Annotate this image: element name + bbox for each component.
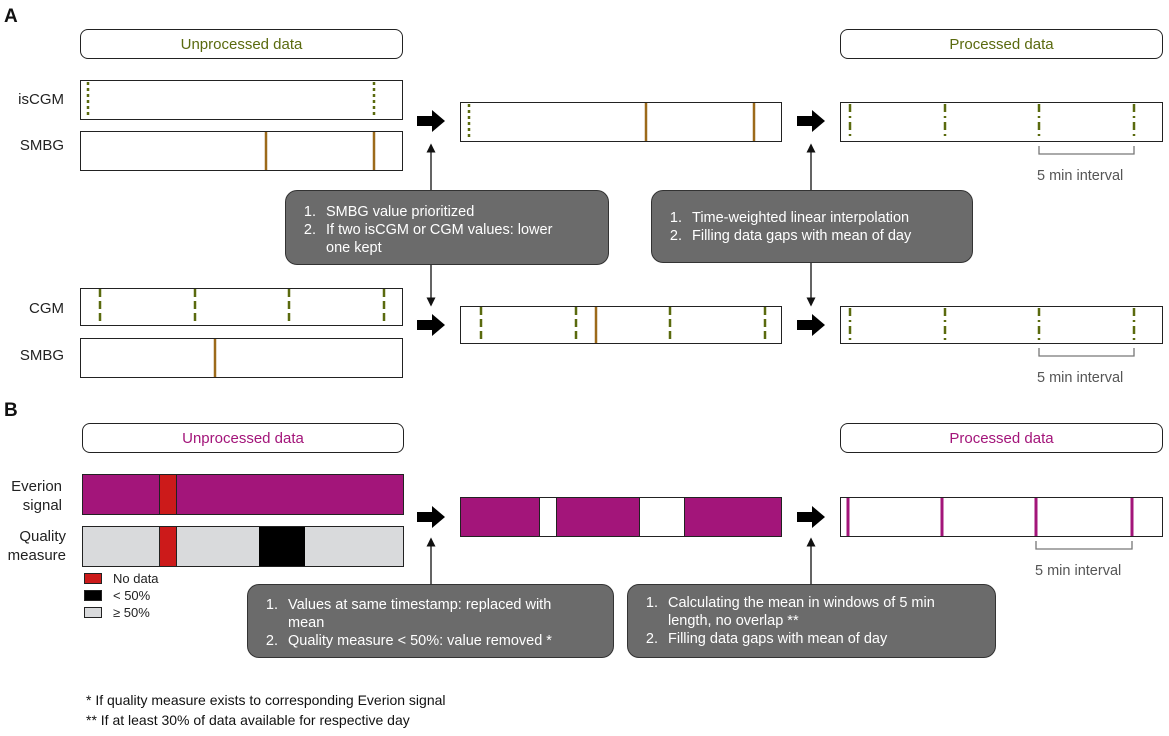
legend-no-data-label: No data <box>113 571 159 586</box>
processed-everion-track <box>840 497 1163 537</box>
arrow-a-bottom-1 <box>417 314 445 336</box>
legend-above-50-swatch <box>84 607 102 618</box>
merged-bottom-track <box>460 306 782 344</box>
interval-bracket-bottom <box>1038 348 1135 357</box>
panel-a-processed-title: Processed data <box>840 29 1163 59</box>
callout-b-right: Calculating the mean in windows of 5 min… <box>627 584 996 658</box>
merged-gap-2 <box>639 498 685 536</box>
interval-bracket-b <box>1035 541 1133 550</box>
callout-a-left: SMBG value prioritized If two isCGM or C… <box>285 190 609 265</box>
smbg-bottom-track <box>80 338 403 378</box>
callout-b-right-item-1: Calculating the mean in windows of 5 min… <box>662 594 995 630</box>
interval-label-a-bottom: 5 min interval <box>1037 370 1124 386</box>
footnote-2: ** If at least 30% of data available for… <box>86 712 410 728</box>
legend-below-50-label: < 50% <box>113 588 151 603</box>
everion-no-data-segment <box>159 475 177 514</box>
iscgm-track <box>80 80 403 120</box>
merged-everion-track <box>460 497 782 537</box>
callout-b-left: Values at same timestamp: replaced with … <box>247 584 614 658</box>
arrow-a-top-2 <box>797 110 825 132</box>
legend-no-data-swatch <box>84 573 102 584</box>
callout-b-left-item-1: Values at same timestamp: replaced with … <box>282 596 613 632</box>
iscgm-label: isCGM <box>18 91 64 108</box>
panel-b-letter: B <box>4 400 18 421</box>
arrow-b-2 <box>797 506 825 528</box>
interval-bracket-top <box>1038 146 1135 155</box>
everion-label-line1: Everion <box>11 478 62 495</box>
everion-label-line2: signal <box>22 497 62 514</box>
legend-below-50-swatch <box>84 590 102 601</box>
quality-below-50-segment <box>259 527 305 566</box>
callout-a-right-item-2: Filling data gaps with mean of day <box>686 227 972 245</box>
callout-b-left-item-2: Quality measure < 50%: value removed * <box>282 632 613 650</box>
panel-b-unprocessed-title: Unprocessed data <box>82 423 404 453</box>
processed-bottom-track <box>840 306 1163 344</box>
panel-a-letter: A <box>4 6 18 27</box>
legend-above-50-label: ≥ 50% <box>113 605 150 620</box>
panel-a-unprocessed-title: Unprocessed data <box>80 29 403 59</box>
callout-a-right-item-1: Time-weighted linear interpolation <box>686 209 972 227</box>
callout-a-right: Time-weighted linear interpolation Filli… <box>651 190 973 263</box>
callout-b-right-item-2: Filling data gaps with mean of day <box>662 630 995 648</box>
quality-label-line1: Quality <box>19 528 66 545</box>
arrow-a-bottom-2 <box>797 314 825 336</box>
processed-top-track <box>840 102 1163 142</box>
callout-a-left-item-1: SMBG value prioritized <box>320 203 608 221</box>
merged-gap-1 <box>539 498 557 536</box>
quality-label-line2: measure <box>7 547 66 564</box>
merged-top-track <box>460 102 782 142</box>
everion-signal-track <box>82 474 404 515</box>
quality-measure-track <box>82 526 404 567</box>
smbg-bottom-label: SMBG <box>19 347 64 364</box>
cgm-label: CGM <box>29 300 64 317</box>
callout-a-left-item-2: If two isCGM or CGM values: lower one ke… <box>320 221 608 257</box>
quality-no-data-segment <box>159 527 177 566</box>
interval-label-a-top: 5 min interval <box>1037 168 1124 184</box>
panel-b-processed-title: Processed data <box>840 423 1163 453</box>
arrow-b-1 <box>417 506 445 528</box>
cgm-track <box>80 288 403 326</box>
footnote-1: * If quality measure exists to correspon… <box>86 692 446 708</box>
arrow-a-top-1 <box>417 110 445 132</box>
smbg-top-track <box>80 131 403 171</box>
interval-label-b: 5 min interval <box>1035 563 1122 579</box>
smbg-top-label: SMBG <box>19 137 64 154</box>
